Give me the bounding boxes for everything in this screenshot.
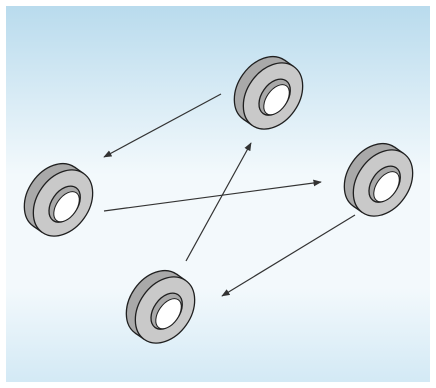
arrow-right-to-bottom [221,214,356,297]
arrow-bottom-to-top [185,142,252,262]
arrows-layer [103,93,356,297]
ring-top [233,55,304,130]
ring-hole [155,298,182,330]
ring-left [23,162,94,237]
arrow-left-to-right [103,179,322,212]
ring-bottom [125,269,196,344]
rings-layer [23,55,414,344]
ring-right [343,142,414,217]
ring-hole [263,84,290,116]
arrow-top-to-left [103,93,222,158]
ring-hole [53,191,80,223]
